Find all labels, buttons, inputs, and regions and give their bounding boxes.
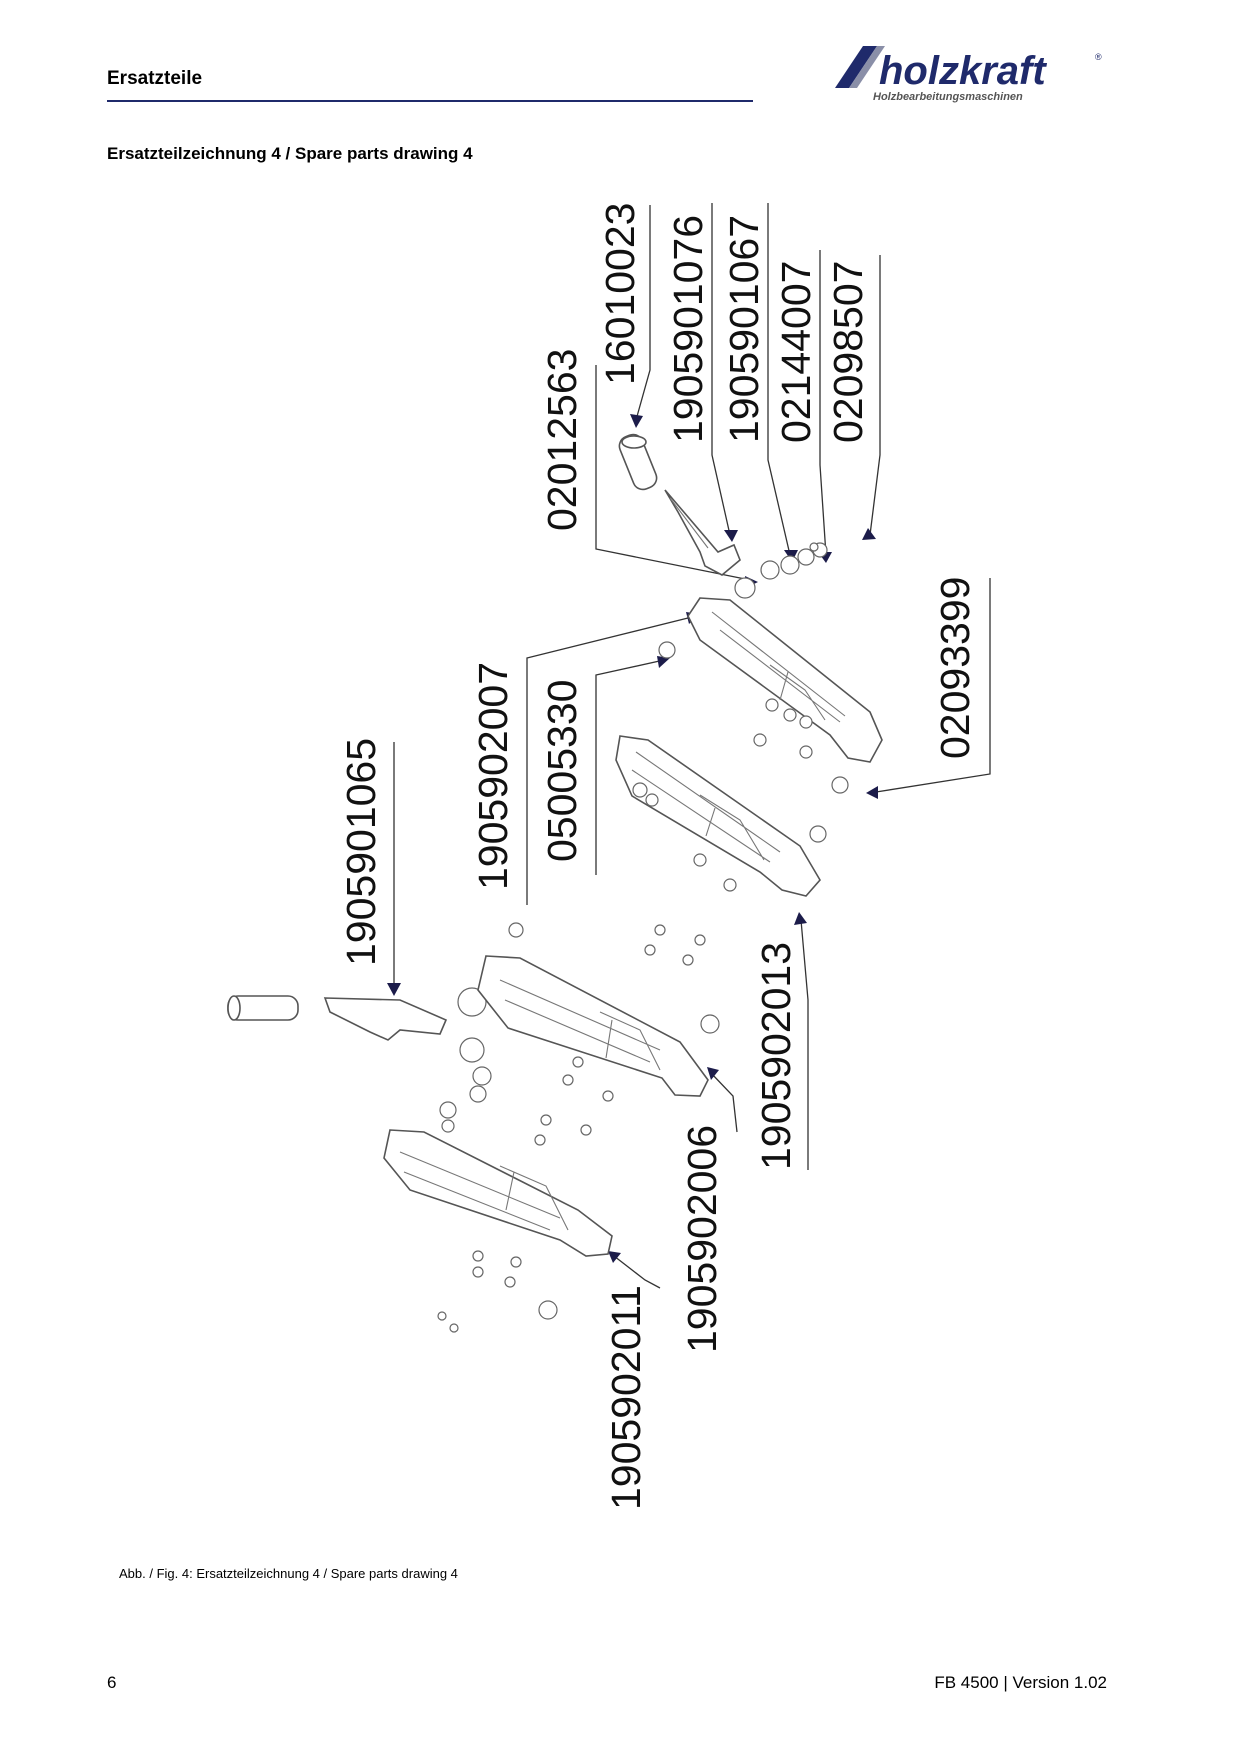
logo-mark-icon: [835, 46, 877, 88]
logo-registered: ®: [1095, 52, 1102, 62]
page-number: 6: [107, 1673, 117, 1692]
part-label: 02144007: [773, 261, 819, 443]
part-label: 1905901067: [721, 215, 767, 443]
document-version: FB 4500 | Version 1.02: [934, 1673, 1107, 1692]
bracket-upper-right: [658, 597, 883, 794]
part-label: 05005330: [539, 680, 585, 862]
upper-lever-assembly: [618, 433, 828, 599]
leader-lines: [393, 203, 991, 1289]
bracket-centre: [477, 924, 720, 1146]
part-label: 1905902013: [753, 942, 799, 1170]
part-label: 16010023: [597, 203, 643, 385]
holzkraft-logo: holzkraft ® Holzbearbeitungsmaschinen: [835, 46, 1102, 103]
part-label: 1905902006: [679, 1125, 725, 1353]
bracket-middle-right: [615, 735, 827, 897]
part-label: 1905901076: [665, 215, 711, 443]
bracket-lower-left: [383, 1101, 613, 1333]
leader-arrows: [387, 414, 878, 1263]
part-label: 02098507: [825, 261, 871, 443]
logo-brand: holzkraft: [879, 49, 1047, 93]
part-label: 02012563: [539, 349, 585, 531]
part-label: 1905902007: [470, 662, 516, 890]
part-label: 1905902011: [603, 1285, 649, 1510]
drawing-title: Ersatzteilzeichnung 4 / Spare parts draw…: [107, 144, 473, 163]
figure-caption: Abb. / Fig. 4: Ersatzteilzeichnung 4 / S…: [119, 1566, 458, 1581]
logo-tagline: Holzbearbeitungsmaschinen: [873, 91, 1023, 103]
section-title: Ersatzteile: [107, 68, 203, 89]
left-lever-assembly: [227, 922, 524, 1103]
header-rule: [107, 100, 753, 102]
part-label: 02093399: [932, 577, 978, 759]
part-label: 1905901065: [338, 738, 384, 966]
